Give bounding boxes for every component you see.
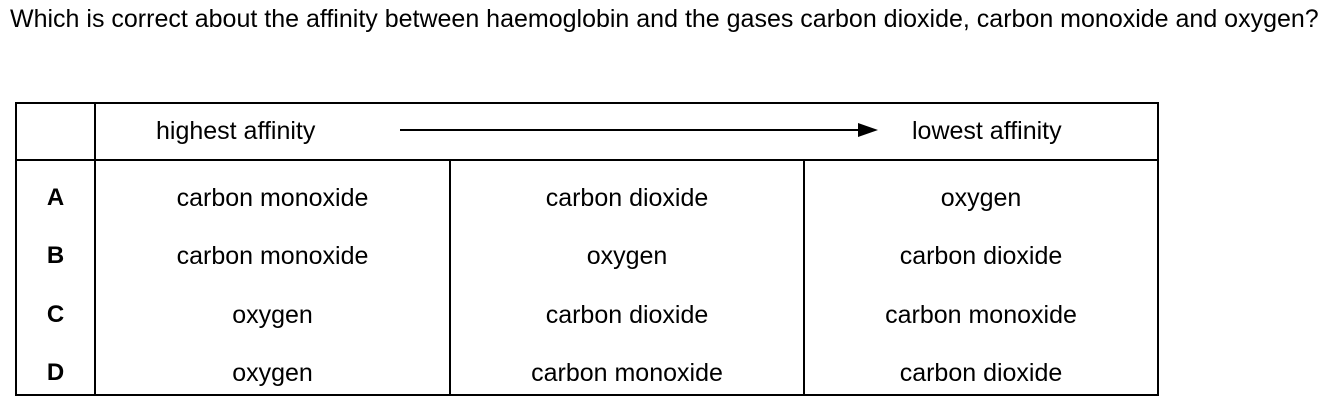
option-letter: C <box>46 301 65 328</box>
arrow-head-icon <box>858 123 878 137</box>
table-divider-column-2 <box>803 159 805 394</box>
option-letter: B <box>46 242 65 269</box>
table-cell: oxygen <box>940 184 1022 212</box>
table-cell: carbon dioxide <box>899 359 1063 387</box>
answer-options-table: highest affinity lowest affinity A carbo… <box>15 102 1159 396</box>
table-cell: carbon monoxide <box>531 359 723 387</box>
table-cell: carbon dioxide <box>545 301 709 329</box>
table-cell: oxygen <box>232 301 313 329</box>
table-divider-column-1 <box>449 159 451 394</box>
arrow-shaft <box>400 129 860 131</box>
table-divider-letter-column <box>94 104 96 394</box>
header-lowest-affinity: lowest affinity <box>912 117 1062 145</box>
table-cell: carbon dioxide <box>899 242 1063 270</box>
table-cell: carbon monoxide <box>176 184 369 212</box>
option-letter: A <box>46 184 65 211</box>
header-highest-affinity: highest affinity <box>156 117 316 145</box>
table-cell: carbon dioxide <box>545 184 709 212</box>
table-divider-header <box>17 159 1157 161</box>
table-cell: oxygen <box>586 242 668 270</box>
table-cell: oxygen <box>232 359 313 387</box>
table-cell: carbon monoxide <box>885 301 1077 329</box>
option-letter: D <box>46 359 65 386</box>
question-text: Which is correct about the affinity betw… <box>10 5 1319 33</box>
table-cell: carbon monoxide <box>176 242 369 270</box>
